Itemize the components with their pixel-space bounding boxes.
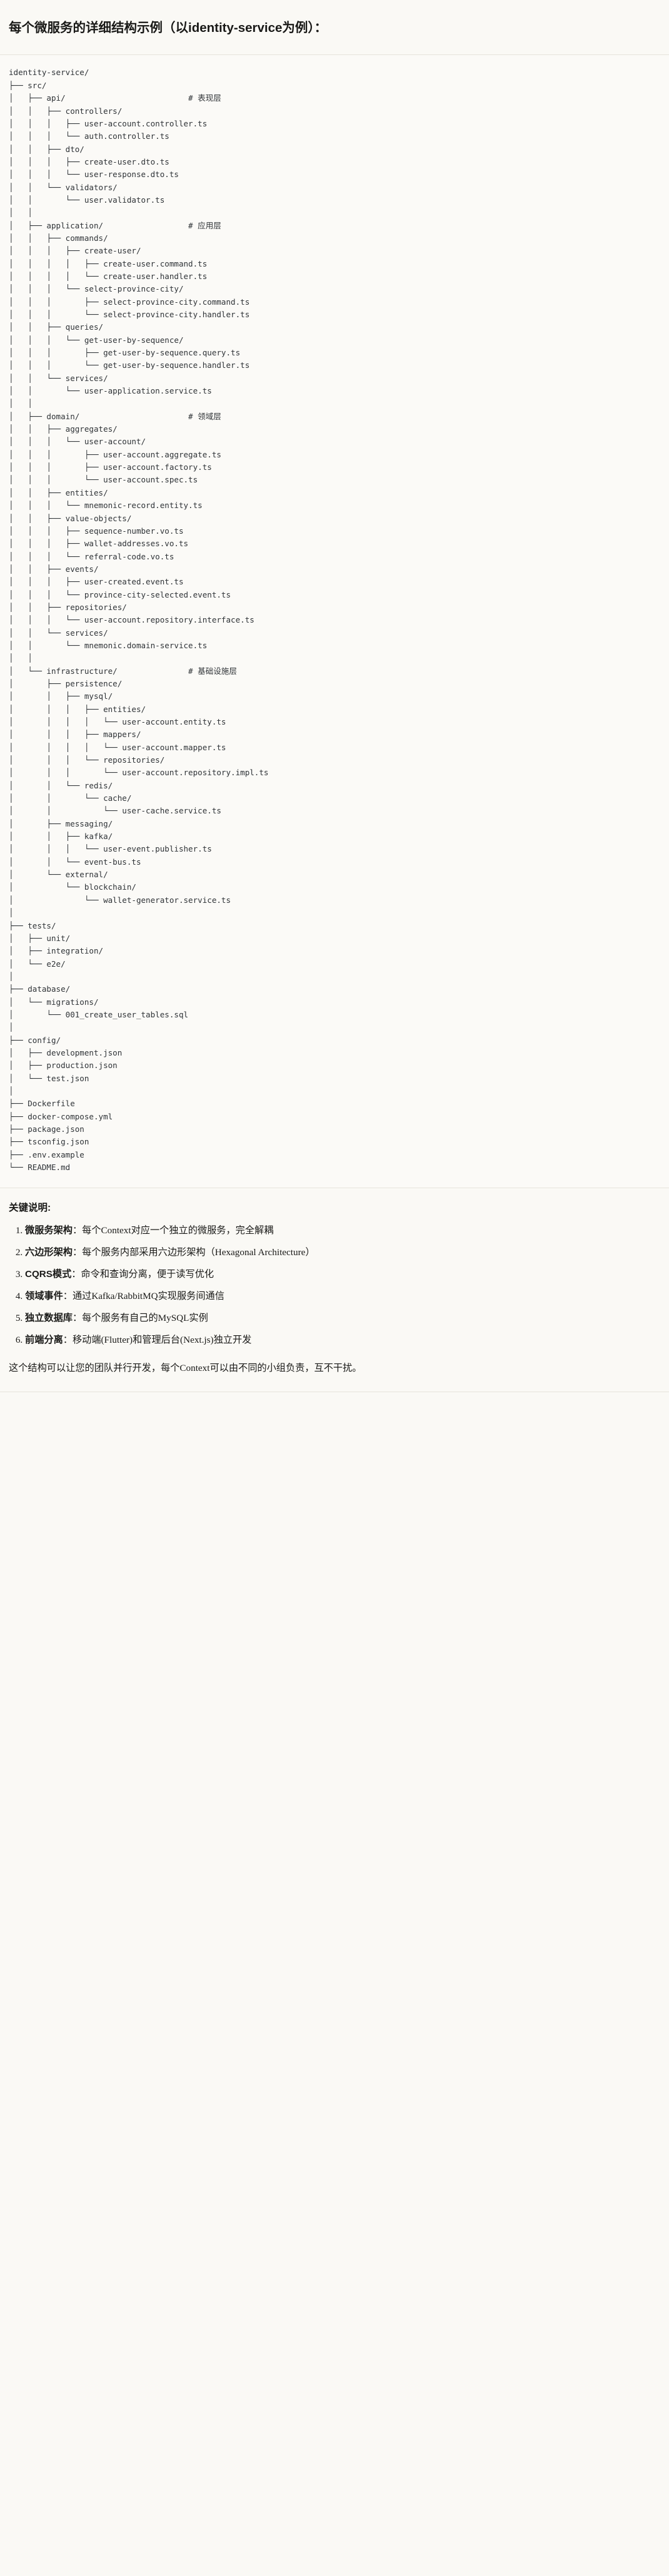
key-point-separator: ： [71, 1269, 81, 1280]
key-point-separator: ： [72, 1313, 83, 1324]
key-point-separator: ： [72, 1225, 83, 1236]
title-divider [0, 54, 669, 56]
key-point-item: 微服务架构：每个Context对应一个独立的微服务，完全解耦 [25, 1224, 660, 1238]
key-point-description: 每个服务内部采用六边形架构（Hexagonal Architecture） [82, 1247, 315, 1258]
key-point-term: 领域事件 [25, 1291, 63, 1302]
key-point-separator: ： [63, 1335, 73, 1346]
document-page: 每个微服务的详细结构示例（以identity-service为例）： ident… [0, 8, 669, 1393]
key-point-description: 每个服务有自己的MySQL实例 [82, 1313, 208, 1324]
key-notes-section: 关键说明: 微服务架构：每个Context对应一个独立的微服务，完全解耦 六边形… [0, 1188, 669, 1387]
key-point-separator: ： [63, 1291, 73, 1302]
key-point-term: 微服务架构 [25, 1225, 73, 1236]
key-point-term: 前端分离 [25, 1335, 63, 1346]
key-point-description: 命令和查询分离，便于读写优化 [81, 1269, 214, 1280]
key-point-separator: ： [72, 1247, 83, 1258]
key-point-description: 每个Context对应一个独立的微服务，完全解耦 [82, 1225, 274, 1236]
key-points-list: 微服务架构：每个Context对应一个独立的微服务，完全解耦 六边形架构：每个服… [9, 1224, 660, 1347]
directory-tree: identity-service/ ├── src/ │ ├── api/ # … [9, 68, 269, 1173]
key-notes-heading: 关键说明: [9, 1203, 51, 1214]
key-point-item: 独立数据库：每个服务有自己的MySQL实例 [25, 1311, 660, 1325]
key-point-item: 前端分离：移动端(Flutter)和管理后台(Next.js)独立开发 [25, 1333, 660, 1347]
key-point-item: CQRS模式：命令和查询分离，便于读写优化 [25, 1268, 660, 1281]
key-point-item: 领域事件：通过Kafka/RabbitMQ实现服务间通信 [25, 1290, 660, 1303]
key-point-description: 通过Kafka/RabbitMQ实现服务间通信 [72, 1291, 224, 1302]
key-point-term: 六边形架构 [25, 1247, 73, 1258]
key-point-item: 六边形架构：每个服务内部采用六边形架构（Hexagonal Architectu… [25, 1246, 660, 1260]
key-point-term: CQRS模式 [25, 1269, 72, 1280]
directory-tree-block: identity-service/ ├── src/ │ ├── api/ # … [0, 55, 669, 1188]
key-point-term: 独立数据库 [25, 1313, 73, 1324]
closing-paragraph: 这个结构可以让您的团队并行开发，每个Context可以由不同的小组负责，互不干扰… [9, 1363, 362, 1374]
key-point-description: 移动端(Flutter)和管理后台(Next.js)独立开发 [72, 1335, 252, 1346]
page-title: 每个微服务的详细结构示例（以identity-service为例）： [9, 20, 328, 35]
